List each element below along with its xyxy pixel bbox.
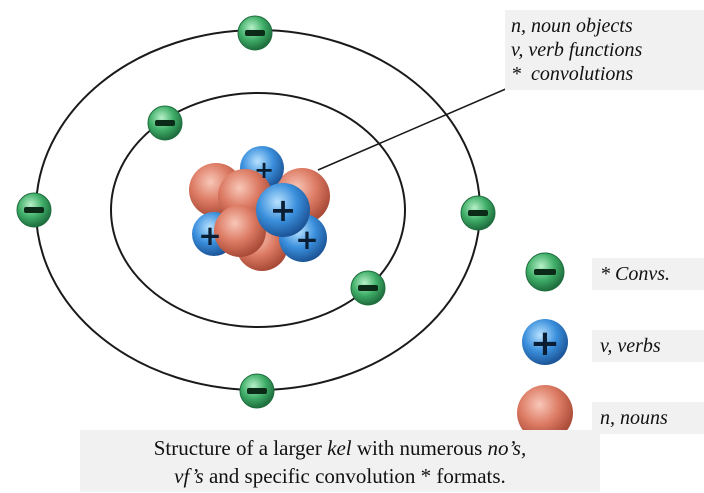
electron	[16, 192, 52, 228]
callout-line-1: n, noun objects	[511, 15, 633, 37]
caption-text: with numerous	[351, 436, 488, 460]
electron	[460, 195, 496, 231]
neutron	[214, 205, 266, 257]
electron	[239, 373, 275, 409]
figure-caption: Structure of a larger kel with numerous …	[80, 430, 600, 492]
electron	[237, 15, 273, 51]
caption-italic-nos: no’s,	[487, 436, 527, 460]
nucleus: + + + +	[189, 146, 330, 271]
caption-text: and specific convolution * formats.	[203, 464, 506, 488]
legend-label-convs: * Convs.	[592, 258, 704, 290]
legend-neutron-symbol	[517, 385, 573, 441]
legend-electron-symbol	[525, 252, 565, 292]
legend-label-nouns: n, nouns	[592, 402, 704, 434]
caption-italic-kel: kel	[327, 436, 352, 460]
plus-sign: +	[270, 191, 297, 229]
plus-sign: +	[295, 223, 318, 256]
caption-italic-vfs: vf’s	[174, 464, 204, 488]
plus-sign: +	[198, 219, 221, 252]
callout-label: n, noun objects v, verb functions * conv…	[505, 10, 704, 90]
plus-sign: +	[254, 156, 274, 184]
callout-line-3: * convolutions	[511, 63, 634, 85]
svg-text:+: +	[530, 323, 560, 364]
inner-orbit	[110, 92, 406, 328]
electron	[147, 105, 183, 141]
legend-proton-symbol: +	[522, 319, 568, 365]
legend-label-verbs: v, verbs	[592, 330, 704, 362]
callout-pointer-line	[317, 87, 509, 171]
callout-line-2: v, verb functions	[511, 39, 643, 61]
electron	[350, 270, 386, 306]
proton	[256, 183, 310, 237]
caption-text: Structure of a larger	[153, 436, 328, 460]
